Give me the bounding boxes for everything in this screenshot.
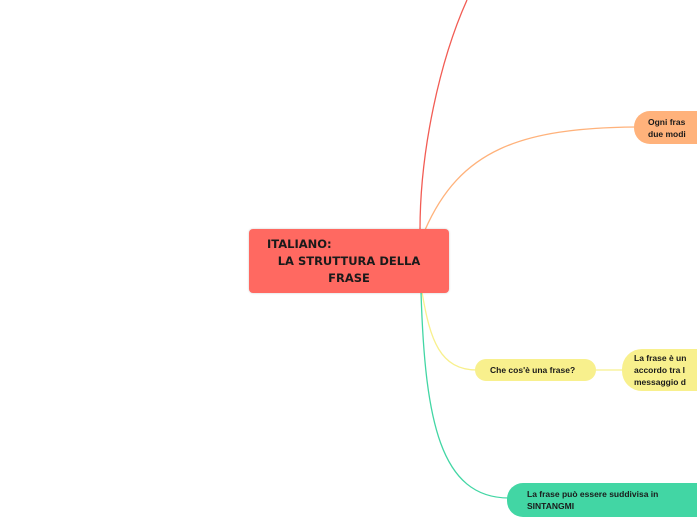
topic-line: La frase può essere suddivisa in xyxy=(527,489,659,499)
connector-yellow xyxy=(421,291,478,371)
connector-red xyxy=(419,0,468,231)
topic-che-cose-una-frase[interactable]: Che cos'è una frase? xyxy=(475,359,596,381)
connector-orange xyxy=(424,126,637,231)
root-line-3: FRASE xyxy=(328,271,370,285)
connector-green xyxy=(420,291,510,499)
topic-line: accordo tra l xyxy=(634,365,686,375)
root-topic[interactable]: ITALIANO: LA STRUTTURA DELLA FRASE xyxy=(249,229,449,293)
topic-line: messaggio d xyxy=(634,377,686,387)
topic-line: La frase è un xyxy=(634,353,687,363)
topic-ogni-frase[interactable]: Ogni fras due modi xyxy=(634,111,697,144)
root-line-2: LA STRUTTURA DELLA xyxy=(277,254,421,268)
topic-sintagmi[interactable]: La frase può essere suddivisa in SINTANG… xyxy=(507,483,697,517)
topic-line: Ogni fras xyxy=(648,117,686,127)
topic-label: Che cos'è una frase? xyxy=(490,365,576,375)
topic-line: due modi xyxy=(648,129,686,139)
topic-line: SINTANGMI xyxy=(527,501,575,511)
topic-definizione-frase[interactable]: La frase è un accordo tra l messaggio d xyxy=(622,349,697,391)
root-line-1: ITALIANO: xyxy=(267,237,332,251)
